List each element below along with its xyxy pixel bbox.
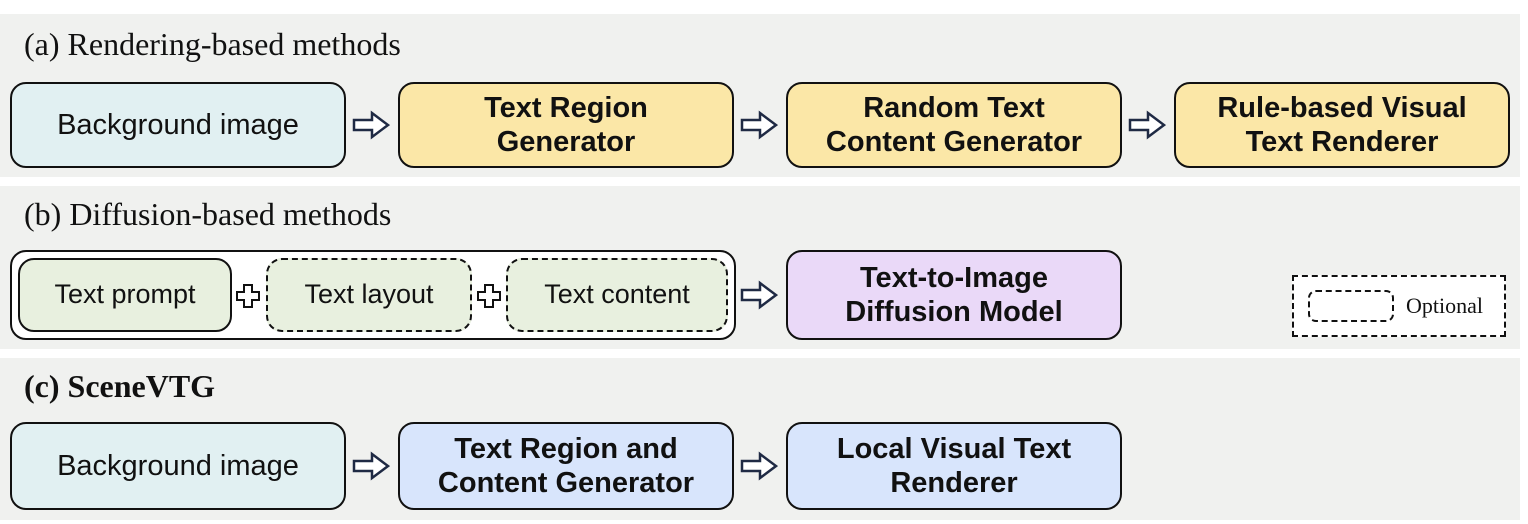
panel-title-diffusion-based: (b) Diffusion-based methods	[24, 196, 392, 232]
text-prompt-box: Text prompt	[18, 258, 232, 332]
hollow-right-arrow-icon	[740, 110, 778, 140]
panel-scenevtg: (c) SceneVTG Background image Text Regio…	[0, 358, 1520, 520]
panel-title-scenevtg: (c) SceneVTG	[24, 368, 216, 404]
text-region-generator-box: Text Region Generator	[398, 82, 734, 168]
background-image-box: Background image	[10, 422, 346, 510]
hollow-right-arrow-icon	[740, 280, 778, 310]
hollow-right-arrow-icon	[352, 110, 390, 140]
panel-rendering-based: (a) Rendering-based methods Background i…	[0, 14, 1520, 177]
hollow-right-arrow-icon	[740, 451, 778, 481]
hollow-plus-icon	[477, 284, 501, 308]
hollow-plus-icon	[236, 284, 260, 308]
optional-legend-label: Optional	[1406, 293, 1483, 318]
text-layout-box: Text layout	[266, 258, 472, 332]
panel-title-rendering-based: (a) Rendering-based methods	[24, 26, 401, 62]
text-to-image-diffusion-model-box: Text-to-Image Diffusion Model	[786, 250, 1122, 340]
optional-legend-sample-box	[1308, 290, 1394, 322]
panel-diffusion-based: (b) Diffusion-based methods Text prompt …	[0, 186, 1520, 349]
rule-based-visual-text-renderer-box: Rule-based Visual Text Renderer	[1174, 82, 1510, 168]
text-region-and-content-generator-box: Text Region and Content Generator	[398, 422, 734, 510]
random-text-content-generator-box: Random Text Content Generator	[786, 82, 1122, 168]
hollow-right-arrow-icon	[352, 451, 390, 481]
local-visual-text-renderer-box: Local Visual Text Renderer	[786, 422, 1122, 510]
hollow-right-arrow-icon	[1128, 110, 1166, 140]
text-content-box: Text content	[506, 258, 728, 332]
background-image-box: Background image	[10, 82, 346, 168]
